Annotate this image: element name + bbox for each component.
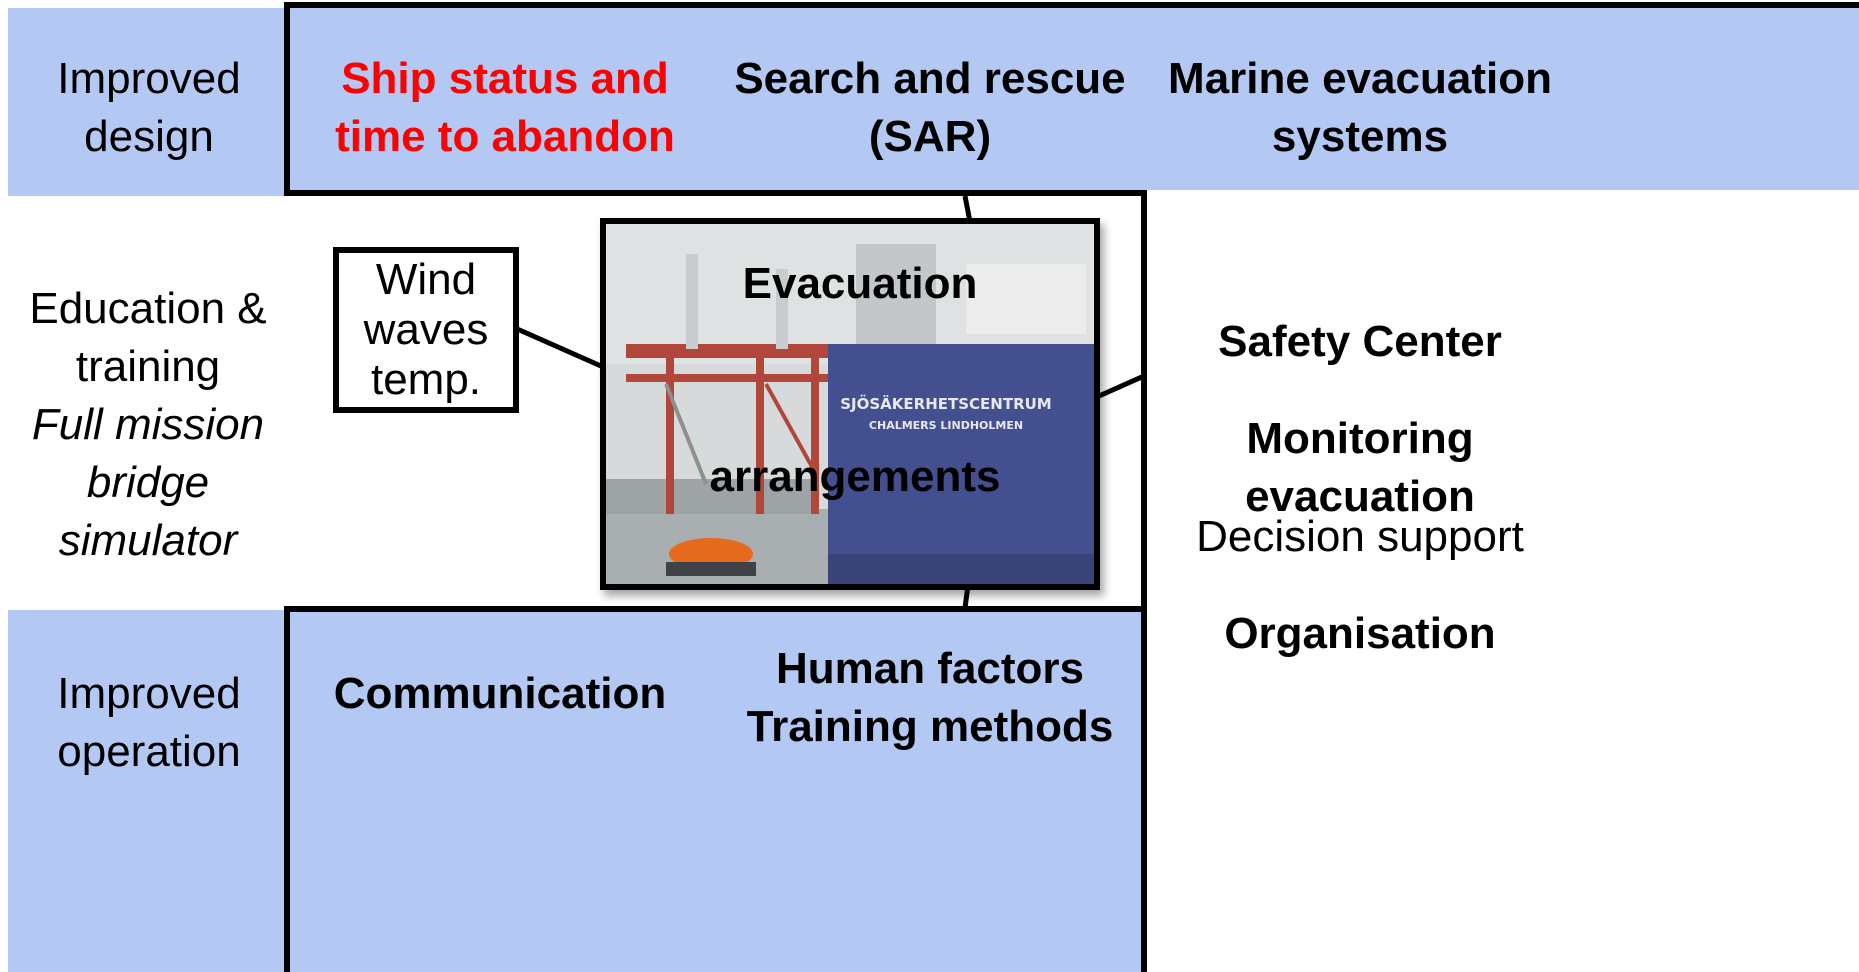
environment-label: Wind waves temp. bbox=[363, 255, 489, 404]
photo-sign-line2: CHALMERS LINDHOLMEN bbox=[869, 419, 1023, 432]
human-factors-label: Human factors Training methods bbox=[746, 644, 1114, 751]
simulator-note: Full mission bbox=[31, 400, 265, 449]
top-row-box bbox=[284, 2, 1859, 196]
connector-environment bbox=[513, 325, 612, 373]
mes-label: Marine evacuation systems bbox=[1168, 54, 1552, 161]
improved-design-label: Improved design bbox=[57, 54, 241, 161]
education-training-label: Education & training Full mission bridge… bbox=[0, 280, 296, 570]
arrangements-title: arrangements bbox=[709, 452, 1001, 501]
monitoring-label: Monitoring evacuation bbox=[1245, 414, 1475, 521]
photo-sign-line1: SJÖSÄKERHETSCENTRUM bbox=[840, 394, 1052, 413]
decision-support-label: Decision support bbox=[1196, 512, 1524, 561]
left-bottom-band bbox=[8, 610, 290, 972]
bottom-row-box bbox=[284, 606, 1147, 972]
evacuation-photo: SJÖSÄKERHETSCENTRUM CHALMERS LINDHOLMEN bbox=[600, 218, 1100, 590]
sar-label: Search and rescue (SAR) bbox=[734, 54, 1126, 161]
communication-label: Communication bbox=[333, 669, 667, 718]
evacuation-title: Evacuation bbox=[742, 259, 978, 308]
photo-illustration: SJÖSÄKERHETSCENTRUM CHALMERS LINDHOLMEN bbox=[606, 224, 1094, 584]
ship-status-label: Ship status and time to abandon bbox=[335, 54, 675, 161]
left-top-band bbox=[8, 8, 290, 196]
improved-operation-label: Improved operation bbox=[57, 669, 241, 776]
connector-top bbox=[962, 195, 973, 223]
organisation-label: Organisation bbox=[1224, 609, 1496, 658]
environment-box bbox=[333, 247, 519, 413]
safety-center-label: Safety Center bbox=[1218, 317, 1502, 366]
right-panel-box bbox=[1141, 190, 1859, 972]
